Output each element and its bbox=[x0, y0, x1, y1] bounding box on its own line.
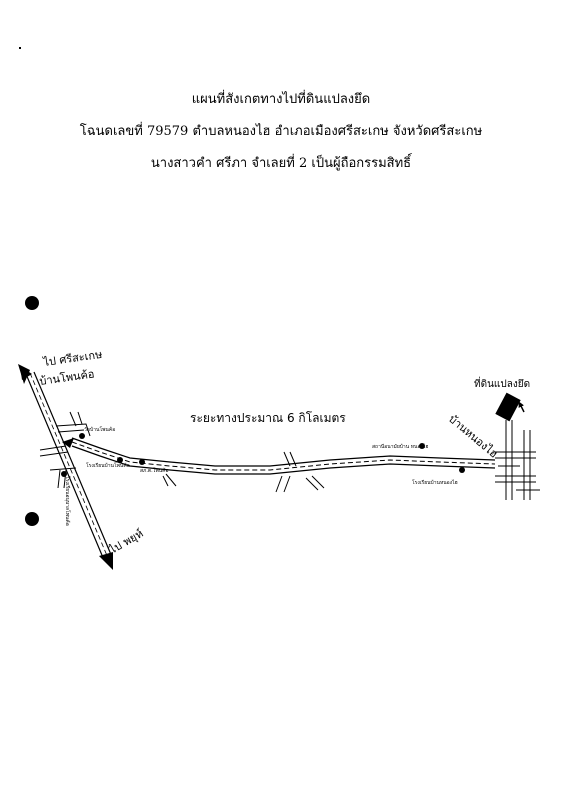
label-school-nong-hai: โรงเรียนบ้านหนองไฮ bbox=[412, 479, 458, 486]
arrow-to-sisaket bbox=[18, 364, 32, 384]
label-school-phon-kho: โรงเรียนบ้านโพนค้อ bbox=[86, 462, 130, 469]
label-police: สภ.ต.โพนค้อ bbox=[140, 467, 169, 474]
label-health-station: สถานีอนามัยบ้าน หนองไฮ bbox=[372, 443, 428, 450]
phon-kho-arrow bbox=[62, 438, 74, 448]
landmark-dot-school-nong-hai bbox=[459, 467, 465, 473]
label-hospital: โรงเรียนอนุบาลโพนค้อ bbox=[64, 476, 71, 526]
side-roads bbox=[162, 451, 325, 493]
landmark-dot-police bbox=[139, 459, 145, 465]
highway-road bbox=[25, 371, 113, 561]
landmark-dot-school-phon-kho bbox=[117, 457, 123, 463]
map-title: แผนที่สังเกตทางไปที่ดินแปลงยึด bbox=[191, 92, 371, 107]
nong-hai-streets bbox=[495, 420, 540, 500]
seized-plot-block bbox=[495, 392, 521, 422]
punch-hole-bottom bbox=[25, 512, 39, 526]
seized-plot-arrow bbox=[518, 401, 525, 413]
label-distance: ระยะทางประมาณ 6 กิโลเมตร bbox=[190, 411, 346, 425]
phon-kho-streets bbox=[39, 411, 91, 489]
landmark-dot-health-station bbox=[419, 443, 425, 449]
label-temple: วัดบ้านโพนค้อ bbox=[84, 426, 115, 433]
landmark-dot-temple bbox=[79, 433, 85, 439]
punch-hole-top bbox=[25, 296, 39, 310]
route-road bbox=[71, 437, 496, 475]
arrow-to-phayu bbox=[99, 552, 113, 570]
landmark-dot-hospital bbox=[61, 471, 67, 477]
deed-line: โฉนดเลขที่ 79579 ตำบลหนองไฮ อำเภอเมืองศร… bbox=[79, 124, 483, 139]
label-seized-plot: ที่ดินแปลงยึด bbox=[474, 376, 530, 390]
label-ban-nong-hai: บ้านหนองไฮ bbox=[446, 412, 500, 460]
owner-line: นางสาวคำ ศรีภา จำเลยที่ 2 เป็นผู้ถือกรรม… bbox=[150, 156, 412, 171]
label-ban-phon-kho: บ้านโพนค้อ bbox=[38, 366, 95, 388]
speck bbox=[19, 47, 21, 49]
label-to-sisaket: ไป ศรีสะเกษ bbox=[42, 348, 103, 369]
label-to-phayu: ไป พยุห์ bbox=[106, 527, 145, 557]
